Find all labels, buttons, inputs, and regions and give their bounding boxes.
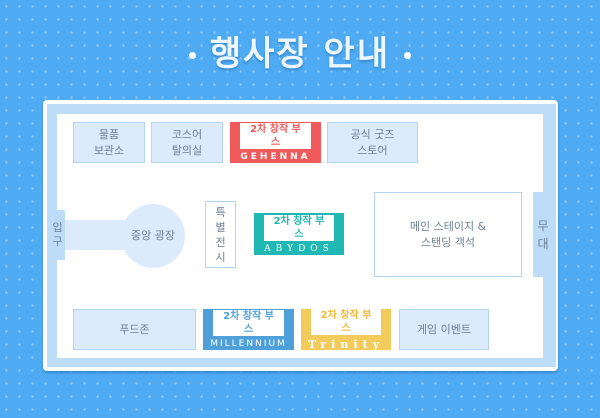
stage[interactable]: 무 대 bbox=[533, 192, 553, 277]
dot-icon bbox=[188, 52, 196, 59]
booth-tag: 2차 창작 부스 bbox=[310, 308, 382, 335]
booth-trinity[interactable]: 2차 창작 부스 Trinity bbox=[301, 308, 391, 351]
booth-gehenna[interactable]: 2차 창작 부스 GEHENNA bbox=[230, 122, 321, 163]
booth-tag: 2차 창작 부스 bbox=[263, 214, 335, 241]
entrance[interactable]: 입 구 bbox=[50, 210, 65, 260]
room-food-zone[interactable]: 푸드존 bbox=[73, 309, 196, 350]
booth-tag: 2차 창작 부스 bbox=[240, 123, 311, 149]
room-game-event[interactable]: 게임 이벤트 bbox=[399, 309, 489, 350]
dot-icon bbox=[404, 52, 412, 59]
room-special-exhibit[interactable]: 특 별 전 시 bbox=[205, 201, 236, 268]
booth-millennium[interactable]: 2차 창작 부스 MILLENNIUM bbox=[203, 309, 294, 350]
room-cosplay[interactable]: 코스어 탈의실 bbox=[151, 122, 223, 163]
room-central-plaza[interactable]: 중앙 광장 bbox=[121, 204, 185, 268]
booth-name: Trinity bbox=[307, 337, 384, 351]
booth-name: ABYDOS bbox=[264, 243, 334, 254]
title-text: 행사장 안내 bbox=[209, 34, 391, 74]
room-main-stage[interactable]: 메인 스테이지 & 스탠딩 객석 bbox=[374, 192, 522, 277]
page-title: 행사장 안내 bbox=[0, 26, 600, 75]
room-storage[interactable]: 물품 보관소 bbox=[73, 122, 145, 163]
booth-tag: 2차 창작 부스 bbox=[213, 310, 284, 336]
room-goods-store[interactable]: 공식 굿즈 스토어 bbox=[327, 122, 418, 163]
booth-abydos[interactable]: 2차 창작 부스 ABYDOS bbox=[254, 213, 344, 255]
booth-name: GEHENNA bbox=[240, 152, 311, 162]
booth-name: MILLENNIUM bbox=[210, 339, 287, 349]
